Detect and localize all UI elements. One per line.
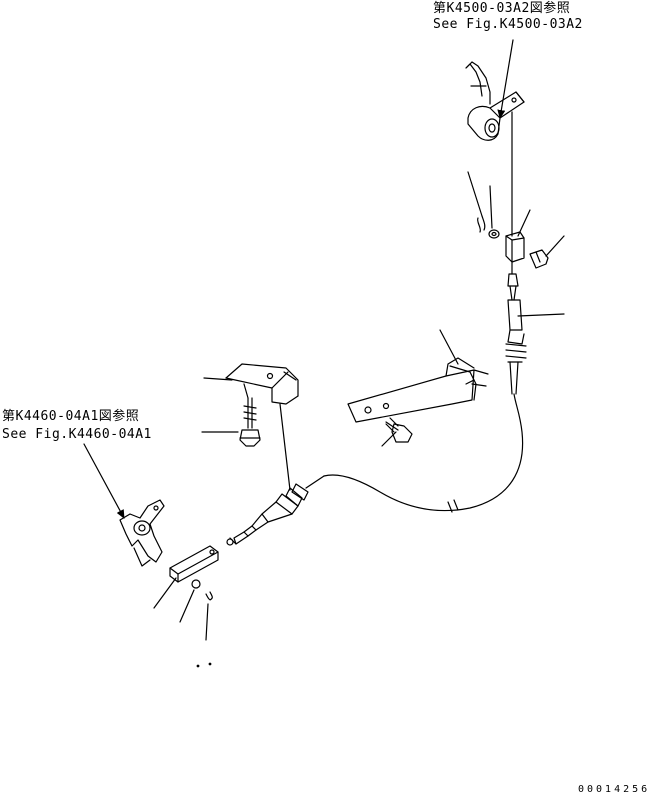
right-bracket — [348, 358, 488, 422]
leader-washer-upper — [490, 186, 492, 228]
leader-bolt-right — [382, 432, 396, 446]
right-bolt — [386, 418, 412, 442]
mark-dot-a — [197, 665, 199, 667]
left-bolt — [240, 398, 260, 446]
lower-cable-rod-end — [227, 476, 324, 545]
upper-cable-rod-end — [506, 262, 526, 394]
mark-dot-b — [209, 663, 211, 665]
leader-bracket-left — [204, 378, 232, 380]
leader-cable-upper — [518, 314, 564, 316]
ref-left-jp: 第K4460-04A1図参照 — [2, 409, 140, 424]
leader-cotter-upper — [468, 172, 482, 216]
control-cable — [324, 394, 523, 511]
leader-bracket-right — [440, 330, 458, 364]
left-link-line — [280, 404, 290, 490]
upper-lever — [466, 62, 524, 140]
lower-clevis — [170, 546, 218, 582]
leader-cotter-lower — [206, 604, 208, 640]
left-top-bracket — [226, 364, 298, 404]
document-id: 00014256 — [578, 784, 651, 795]
upper-clevis-pin — [530, 250, 548, 268]
upper-clevis — [506, 232, 524, 262]
ref-top-right-en: See Fig.K4500-03A2 — [433, 17, 583, 32]
ref-left-en: See Fig.K4460-04A1 — [2, 427, 152, 442]
upper-cotter-pin — [478, 216, 485, 232]
leader-clevis-lower — [154, 578, 176, 608]
upper-washer — [489, 230, 499, 238]
leader-washer-lower — [180, 590, 194, 622]
lower-washer — [192, 580, 200, 588]
lower-lever — [120, 500, 164, 566]
ref-arrow-left — [84, 444, 124, 519]
leader-clevis-upper — [518, 210, 530, 236]
leader-pin-upper — [546, 236, 564, 256]
cable-break-mark — [448, 500, 458, 512]
ref-arrow-top — [497, 40, 513, 119]
lower-cotter-pin — [206, 592, 212, 600]
ref-top-right-jp: 第K4500-03A2図参照 — [433, 1, 571, 16]
